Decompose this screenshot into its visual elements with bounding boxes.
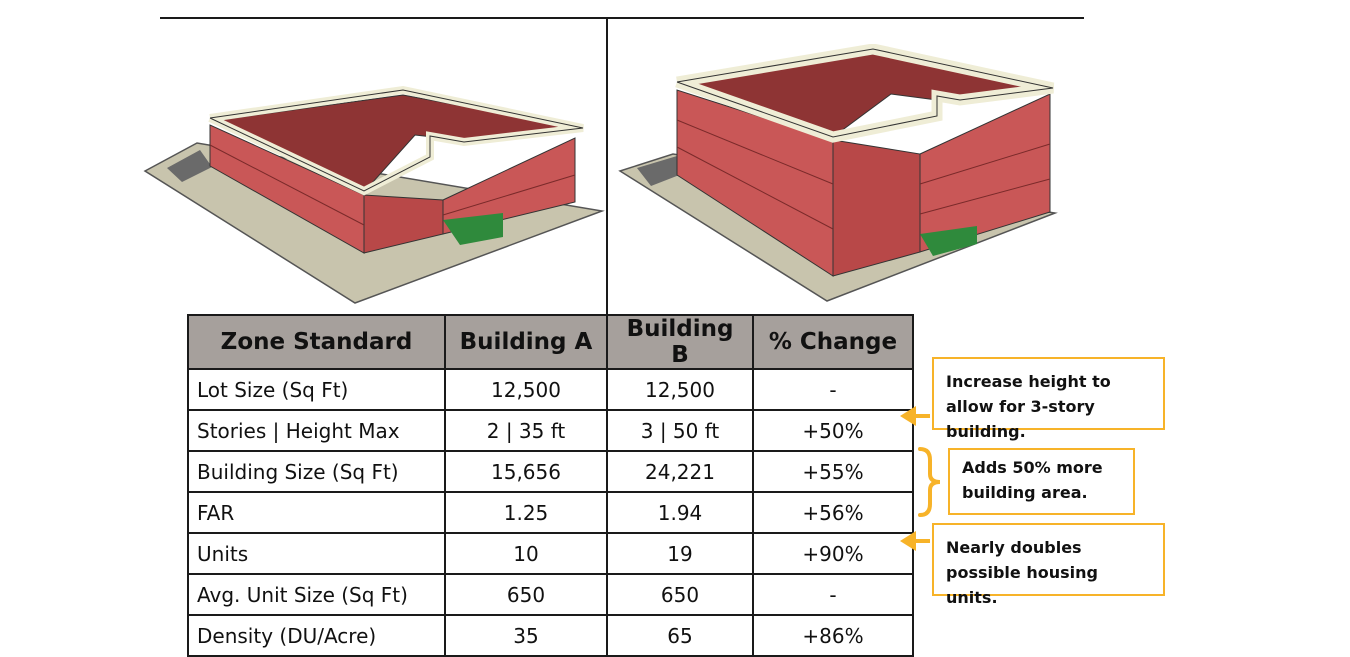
row-label: FAR [187, 491, 446, 534]
table-row: Density (DU/Acre) 35 65 +86% [187, 614, 914, 657]
building-a-value: 650 [444, 573, 608, 616]
table-header-row: Zone Standard Building A Building B % Ch… [187, 314, 914, 370]
table-row: Stories | Height Max 2 | 35 ft 3 | 50 ft… [187, 409, 914, 452]
header-building-a: Building A [444, 314, 608, 370]
units-note: Nearly doubles possible housing units. [932, 523, 1165, 607]
height-arrow-stem [914, 414, 930, 418]
units-arrow-stem [914, 539, 930, 543]
building-b-value: 65 [606, 614, 754, 657]
percent-change-value: +90% [752, 532, 914, 575]
building-a-value: 15,656 [444, 450, 608, 493]
row-label: Avg. Unit Size (Sq Ft) [187, 573, 446, 616]
height-arrow-icon [900, 406, 916, 426]
building-b-value: 19 [606, 532, 754, 575]
center-divider [606, 17, 608, 315]
building-b-value: 650 [606, 573, 754, 616]
building-a-value: 2 | 35 ft [444, 409, 608, 452]
percent-change-value: - [752, 368, 914, 411]
percent-change-value: +55% [752, 450, 914, 493]
header-building-b: Building B [606, 314, 754, 370]
row-label: Stories | Height Max [187, 409, 446, 452]
table-row: Avg. Unit Size (Sq Ft) 650 650 - [187, 573, 914, 616]
table-row: FAR 1.25 1.94 +56% [187, 491, 914, 534]
building-b-value: 1.94 [606, 491, 754, 534]
brace-icon [918, 447, 941, 517]
header-percent-change: % Change [752, 314, 914, 370]
building-b-value: 3 | 50 ft [606, 409, 754, 452]
building-b-illustration [618, 44, 1058, 302]
height-note: Increase height to allow for 3-story bui… [932, 357, 1165, 441]
units-arrow-icon [900, 531, 916, 551]
building-a-value: 12,500 [444, 368, 608, 411]
table-row: Lot Size (Sq Ft) 12,500 12,500 - [187, 368, 914, 411]
top-rule [160, 17, 1084, 19]
building-a-value: 35 [444, 614, 608, 657]
percent-change-value: - [752, 573, 914, 616]
zone-standards-table: Zone Standard Building A Building B % Ch… [187, 314, 914, 657]
percent-change-value: +56% [752, 491, 914, 534]
percent-change-value: +86% [752, 614, 914, 657]
building-b-value: 24,221 [606, 450, 754, 493]
header-zone-standard: Zone Standard [187, 314, 446, 370]
row-label: Density (DU/Acre) [187, 614, 446, 657]
table-row: Building Size (Sq Ft) 15,656 24,221 +55% [187, 450, 914, 493]
building-a-value: 10 [444, 532, 608, 575]
building-a-value: 1.25 [444, 491, 608, 534]
building-b-value: 12,500 [606, 368, 754, 411]
percent-change-value: +50% [752, 409, 914, 452]
building-a-illustration [143, 85, 605, 304]
row-label: Units [187, 532, 446, 575]
row-label: Lot Size (Sq Ft) [187, 368, 446, 411]
row-label: Building Size (Sq Ft) [187, 450, 446, 493]
area-note: Adds 50% more building area. [948, 448, 1135, 515]
table-row: Units 10 19 +90% [187, 532, 914, 575]
